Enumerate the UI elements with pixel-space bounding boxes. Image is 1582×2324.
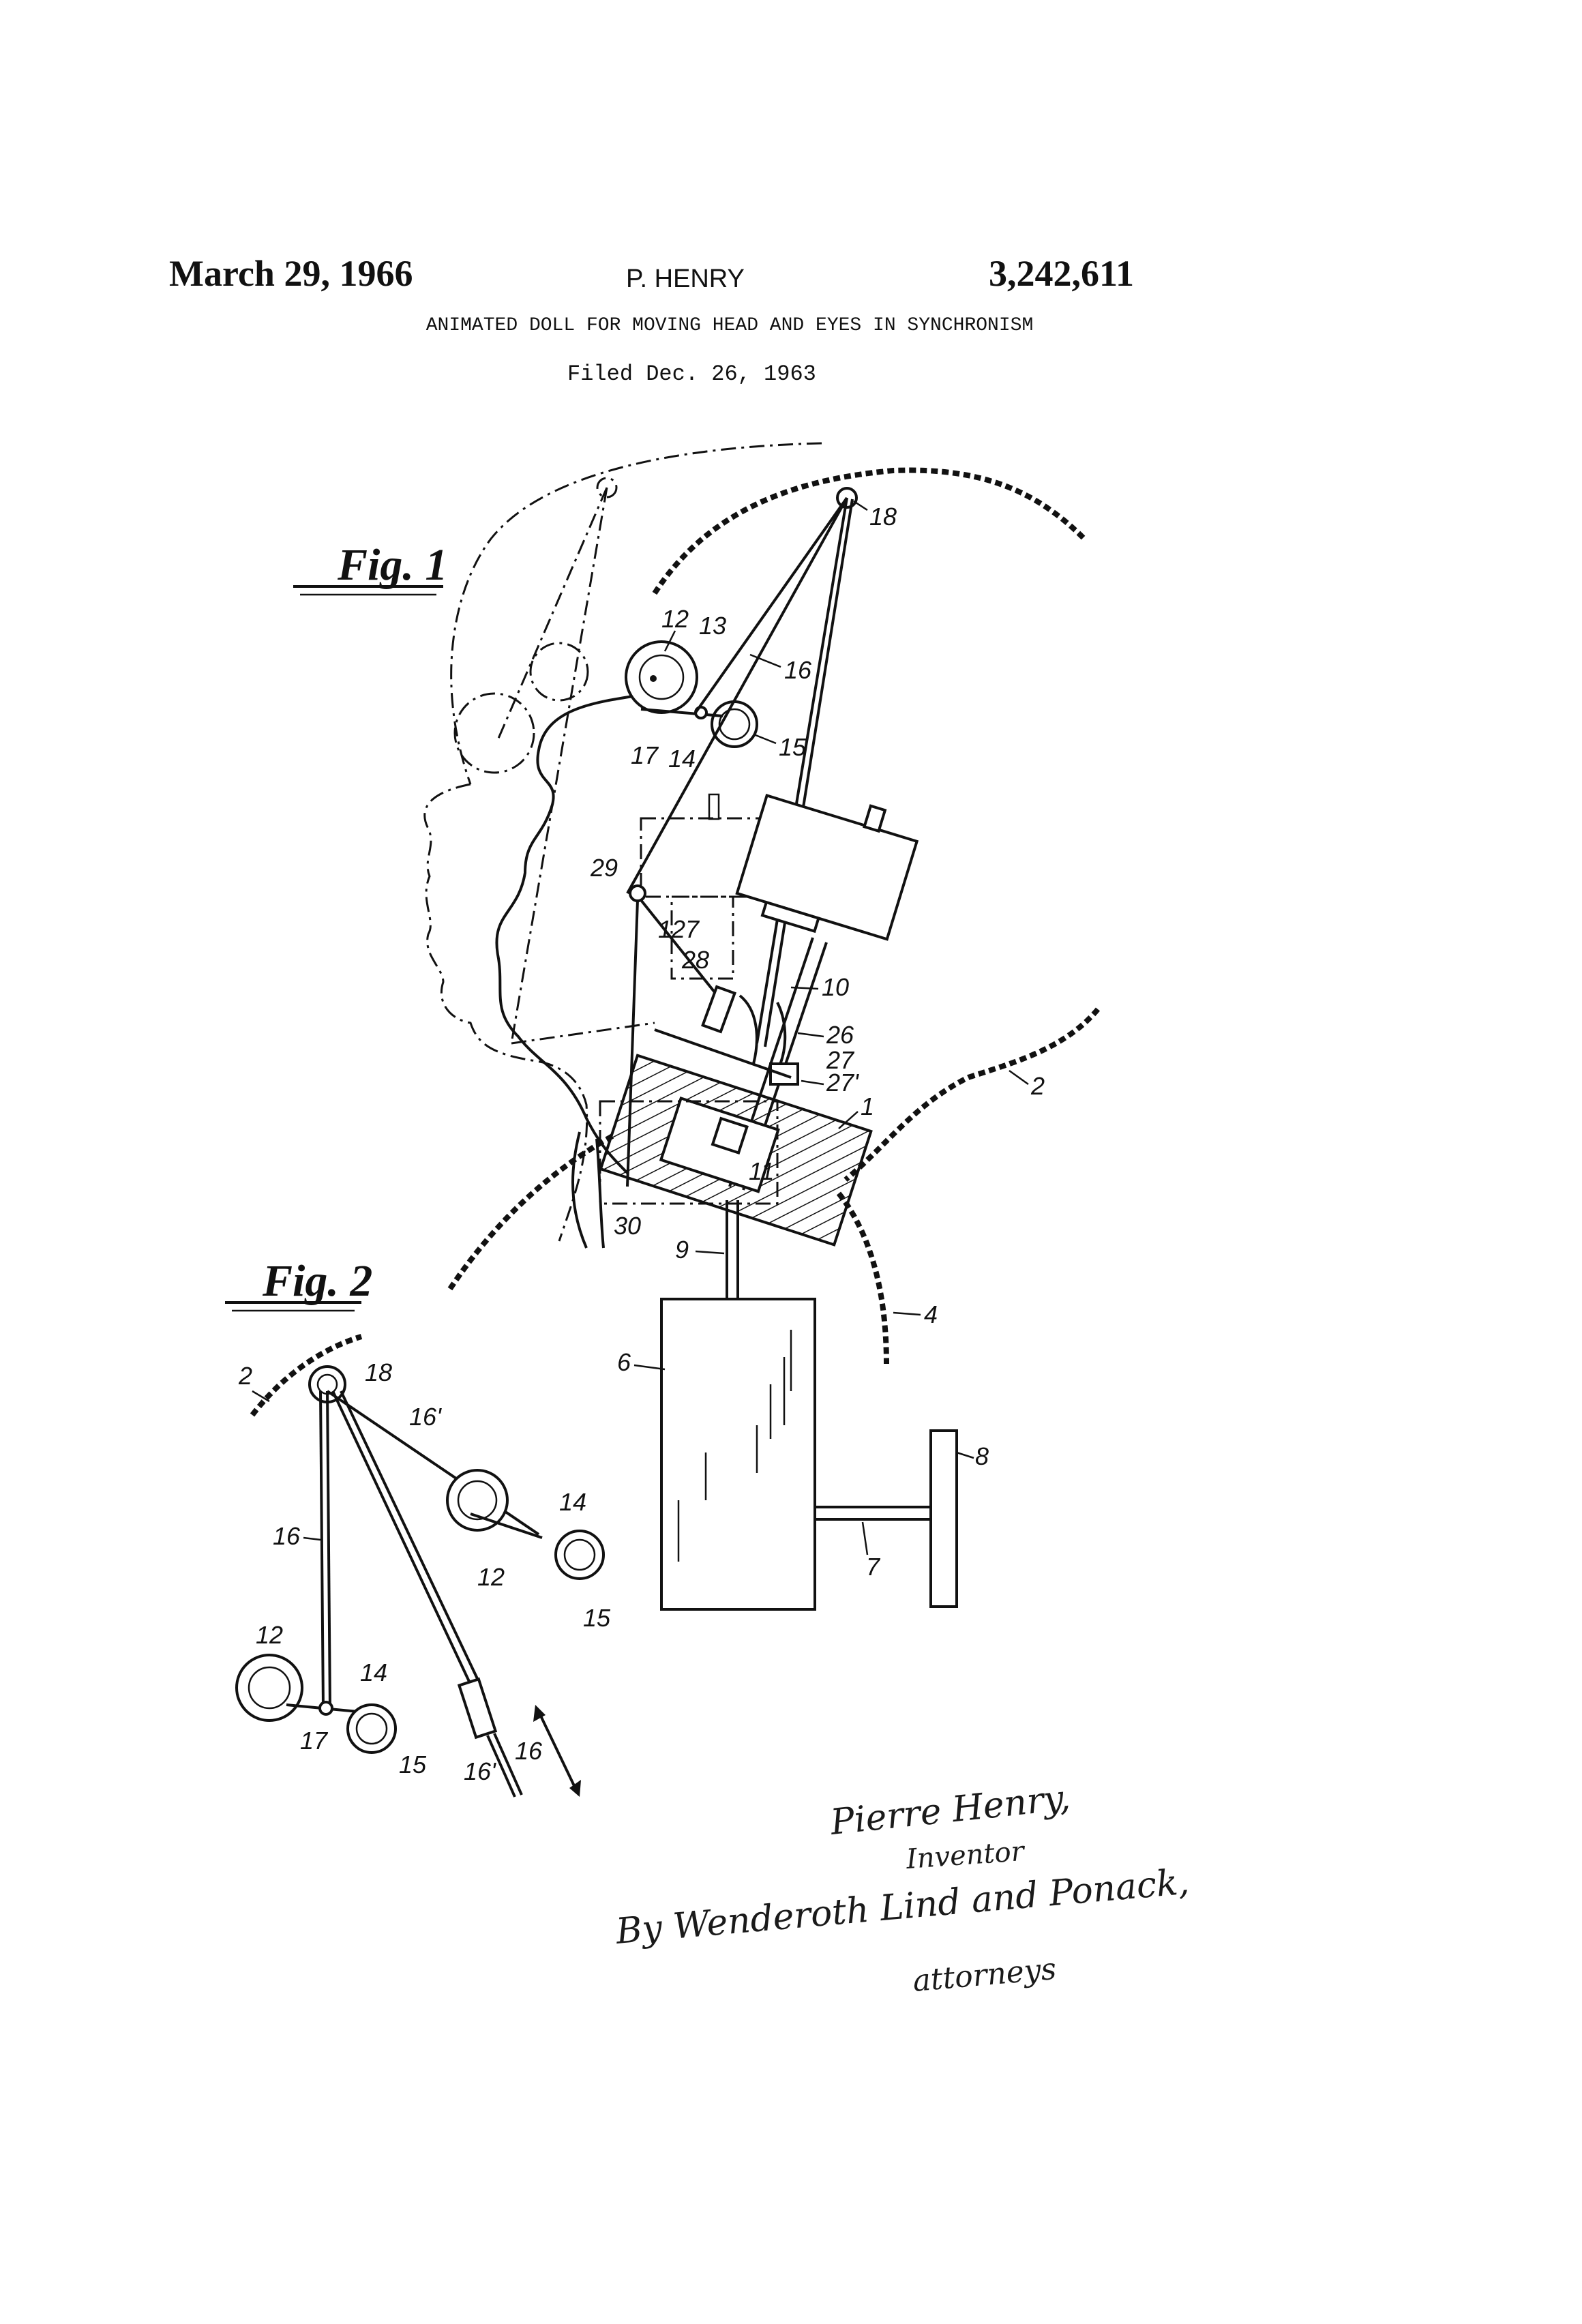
svg-text:15: 15 [583, 1604, 611, 1632]
svg-text:26: 26 [826, 1021, 854, 1049]
svg-text:16': 16' [409, 1403, 442, 1431]
svg-text:11: 11 [749, 1157, 774, 1185]
dashed-guide-127 [670, 895, 734, 980]
filed-date: Filed Dec. 26, 1963 [567, 361, 816, 387]
fig2-cables [319, 1390, 540, 1798]
cable-16 [626, 496, 854, 1047]
svg-text:28: 28 [681, 946, 709, 974]
motor-housing [735, 794, 919, 941]
svg-text:attorneys: attorneys [912, 1952, 1058, 1999]
svg-text:4: 4 [924, 1300, 938, 1328]
svg-text:27: 27 [826, 1046, 855, 1074]
figure-2-label: Fig. 2 [225, 1256, 372, 1312]
patent-date: March 29, 1966 [169, 253, 413, 294]
svg-text:12: 12 [256, 1621, 283, 1649]
figure-1-label: Fig. 1 [293, 540, 447, 596]
fig2-reference-labels: 2 18 16' 16 14 12 15 12 14 17 15 16 16' [238, 1358, 611, 1785]
svg-text:9: 9 [675, 1236, 689, 1264]
svg-text:12: 12 [661, 605, 689, 633]
svg-text:29: 29 [590, 854, 618, 882]
counterweight-15 [711, 700, 758, 748]
neck-clamp [571, 1131, 605, 1249]
dashed-eye-linkage [453, 477, 655, 1045]
eye-wire [495, 694, 638, 1174]
fig2-head-shell [250, 1334, 363, 1417]
svg-text:10: 10 [822, 973, 849, 1001]
svg-text:Pierre Henry,: Pierre Henry, [828, 1777, 1072, 1843]
svg-text:27': 27' [826, 1069, 859, 1097]
head-shell [447, 467, 1101, 1365]
lever-14 [640, 708, 723, 717]
svg-text:Inventor: Inventor [904, 1836, 1027, 1875]
fig2-eyeball-12-upper [446, 1469, 543, 1539]
fig2-motion-arrow [533, 1705, 581, 1797]
svg-text:17: 17 [631, 741, 659, 769]
svg-text:15: 15 [399, 1751, 427, 1778]
fig2-eyeball-12-lower [235, 1654, 359, 1722]
svg-text:16: 16 [515, 1737, 543, 1765]
svg-text:12: 12 [477, 1563, 505, 1591]
base-block-1 [599, 1054, 873, 1247]
shaft-7 [815, 1506, 931, 1521]
fig2-counterweight-15-upper [554, 1530, 605, 1580]
doll-face-outline [423, 442, 822, 1242]
svg-text:16: 16 [784, 656, 812, 684]
svg-text:7: 7 [866, 1553, 881, 1581]
svg-text:2: 2 [1030, 1072, 1045, 1100]
svg-text:Fig. 2: Fig. 2 [262, 1256, 372, 1306]
fig1-reference-labels: 18 12 13 16 17 14 15 29 127 28 10 26 27 … [590, 500, 1045, 1581]
patent-number: 3,242,611 [989, 253, 1135, 294]
svg-text:6: 6 [617, 1348, 631, 1376]
svg-text:30: 30 [614, 1212, 641, 1240]
svg-text:16': 16' [464, 1757, 496, 1785]
svg-text:8: 8 [975, 1442, 989, 1470]
svg-text:13: 13 [699, 612, 726, 640]
svg-text:18: 18 [869, 503, 897, 531]
svg-text:14: 14 [360, 1658, 387, 1686]
handwritten-signature: Pierre Henry, Inventor By Wenderoth Lind… [614, 1777, 1191, 1999]
drive-rod-9 [726, 1200, 739, 1299]
svg-text:127: 127 [658, 915, 700, 943]
svg-text:Fig. 1: Fig. 1 [337, 540, 447, 590]
svg-text:2: 2 [238, 1362, 252, 1390]
fig2-counterweight-15-lower [346, 1703, 397, 1754]
knob-8 [929, 1429, 958, 1608]
svg-text:16: 16 [273, 1522, 301, 1550]
svg-text:15: 15 [779, 733, 807, 761]
svg-text:By Wenderoth Lind and Ponack,: By Wenderoth Lind and Ponack, [614, 1862, 1191, 1952]
patent-title: ANIMATED DOLL FOR MOVING HEAD AND EYES I… [426, 315, 1034, 336]
mechanism-26-28 [654, 985, 799, 1086]
svg-text:17: 17 [300, 1727, 329, 1755]
svg-text:14: 14 [668, 745, 696, 773]
svg-text:18: 18 [365, 1358, 392, 1386]
fig2-pivot-17 [318, 1701, 333, 1716]
svg-text:1: 1 [861, 1092, 874, 1120]
svg-text:14: 14 [559, 1488, 586, 1516]
eyeball-12 [625, 640, 698, 714]
inventor-name: P. HENRY [626, 265, 745, 293]
battery-box-6 [660, 1298, 816, 1611]
